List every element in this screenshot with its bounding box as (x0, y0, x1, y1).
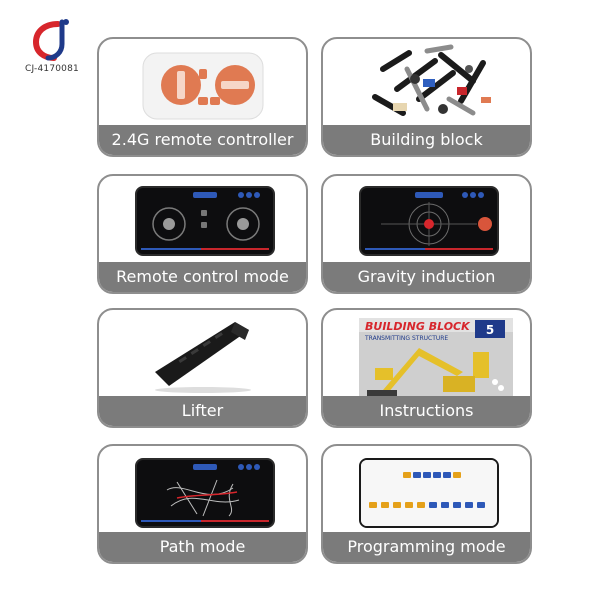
feature-card-gravity-induction: Gravity induction (321, 174, 532, 294)
feature-card-lifter: Lifter (97, 308, 308, 428)
gravity-induction-image (323, 176, 530, 262)
path-mode-image (99, 446, 306, 532)
feature-label: Lifter (99, 396, 306, 426)
feature-card-instructions: 5 BUILDING BLOCK TRANSMITTING STRUCTURE … (321, 308, 532, 428)
feature-label: Gravity induction (323, 262, 530, 292)
feature-card-path-mode: Path mode (97, 444, 308, 564)
feature-label: 2.4G remote controller (99, 125, 306, 155)
feature-label: Remote control mode (99, 262, 306, 292)
cj-logo-icon (32, 19, 69, 61)
feature-card-programming-mode: Programming mode (321, 444, 532, 564)
instructions-badge-number: 5 (486, 323, 494, 337)
feature-label: Building block (323, 125, 530, 155)
instructions-image: 5 BUILDING BLOCK TRANSMITTING STRUCTURE (323, 310, 530, 398)
remote-controller-image (99, 39, 306, 125)
phone-screen (359, 186, 499, 256)
building-block-image (323, 39, 530, 125)
model-code: CJ-4170081 (25, 64, 79, 74)
feature-card-building-block: Building block (321, 37, 532, 157)
phone-screen (135, 186, 275, 256)
brand-logo: CJ-4170081 (14, 18, 90, 80)
remote-control-mode-image (99, 176, 306, 262)
lifter-image (99, 310, 306, 396)
instructions-cover-subtitle: TRANSMITTING STRUCTURE (364, 335, 448, 342)
feature-label: Path mode (99, 532, 306, 562)
phone-screen (135, 458, 275, 528)
feature-card-remote-controller: 2.4G remote controller (97, 37, 308, 157)
programming-mode-image (323, 446, 530, 532)
feature-label: Programming mode (323, 532, 530, 562)
phone-screen (359, 458, 499, 528)
feature-label: Instructions (323, 396, 530, 426)
feature-card-remote-control-mode: Remote control mode (97, 174, 308, 294)
instructions-cover-title: BUILDING BLOCK (365, 320, 471, 333)
